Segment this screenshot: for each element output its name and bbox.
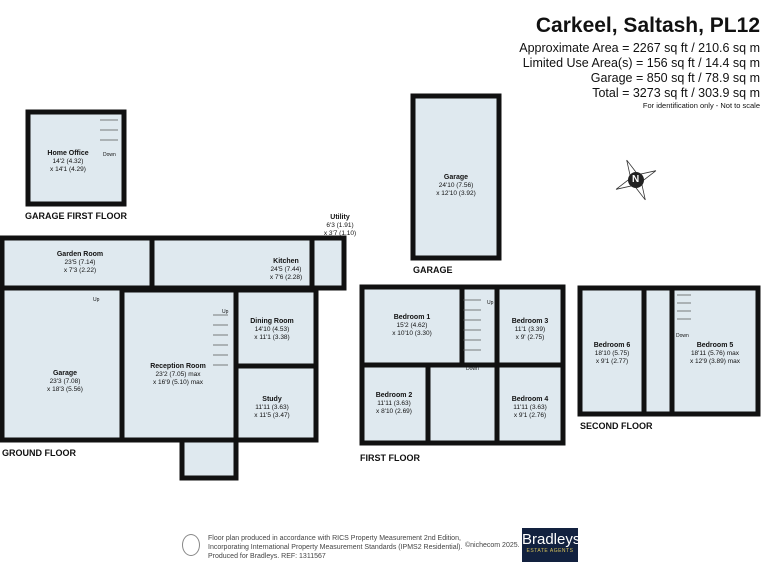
stairs-down-label: Down bbox=[466, 366, 479, 372]
garage-label: GARAGE bbox=[413, 265, 453, 275]
footer-line: Produced for Bradleys. REF: 1311567 bbox=[208, 553, 326, 560]
logo-tagline: ESTATE AGENTS bbox=[526, 548, 574, 554]
stairs bbox=[100, 119, 691, 366]
compass-icon bbox=[615, 159, 657, 201]
ground-garage-room bbox=[0, 285, 125, 443]
property-title: Carkeel, Saltash, PL12 bbox=[535, 14, 760, 37]
stairs-up-label: Up bbox=[222, 309, 229, 315]
compass-label: N bbox=[632, 174, 640, 185]
landing-bathrooms bbox=[425, 362, 500, 446]
stairs-up-label: Up bbox=[487, 300, 494, 306]
footer-disclaimer: Floor plan produced in accordance with R… bbox=[208, 534, 462, 561]
study-room bbox=[233, 363, 319, 443]
copyright: ©nichecom 2025. bbox=[465, 542, 520, 549]
stairs-up-label: Up bbox=[93, 297, 100, 303]
bedroom-5-room bbox=[669, 285, 761, 417]
footer-line: Floor plan produced in accordance with R… bbox=[208, 535, 461, 542]
logo-name: Bradleys bbox=[522, 531, 581, 548]
dining-room bbox=[233, 287, 319, 369]
approximate-area: Approximate Area = 2267 sq ft / 210.6 sq… bbox=[519, 41, 760, 55]
second-floor-label: SECOND FLOOR bbox=[580, 421, 653, 431]
second-landing bbox=[641, 285, 675, 417]
scale-note: For identification only - Not to scale bbox=[642, 101, 760, 110]
garage-room bbox=[410, 93, 502, 261]
bradleys-logo: Bradleys ESTATE AGENTS bbox=[522, 528, 581, 562]
utility-room bbox=[309, 235, 347, 291]
ground-floor-label: GROUND FLOOR bbox=[2, 448, 76, 458]
bedroom-6-room bbox=[577, 285, 647, 417]
home-office-room bbox=[25, 109, 127, 207]
garage-first-floor-label: GARAGE FIRST FLOOR bbox=[25, 211, 127, 221]
first-floor-label: FIRST FLOOR bbox=[360, 453, 420, 463]
stairwell bbox=[459, 284, 500, 368]
stairs-down-label: Down bbox=[103, 152, 116, 158]
limited-use-area: Limited Use Area(s) = 156 sq ft / 14.4 s… bbox=[522, 56, 760, 70]
porch bbox=[179, 437, 239, 481]
footer-line: Incorporating International Property Mea… bbox=[208, 544, 463, 551]
garage-area: Garage = 850 sq ft / 78.9 sq m bbox=[590, 71, 760, 85]
total-area: Total = 3273 sq ft / 303.9 sq m bbox=[592, 86, 760, 100]
bedroom-4-room bbox=[494, 362, 566, 446]
stairs-down-label: Down bbox=[676, 333, 689, 339]
measurement-standard-icon bbox=[182, 534, 200, 556]
